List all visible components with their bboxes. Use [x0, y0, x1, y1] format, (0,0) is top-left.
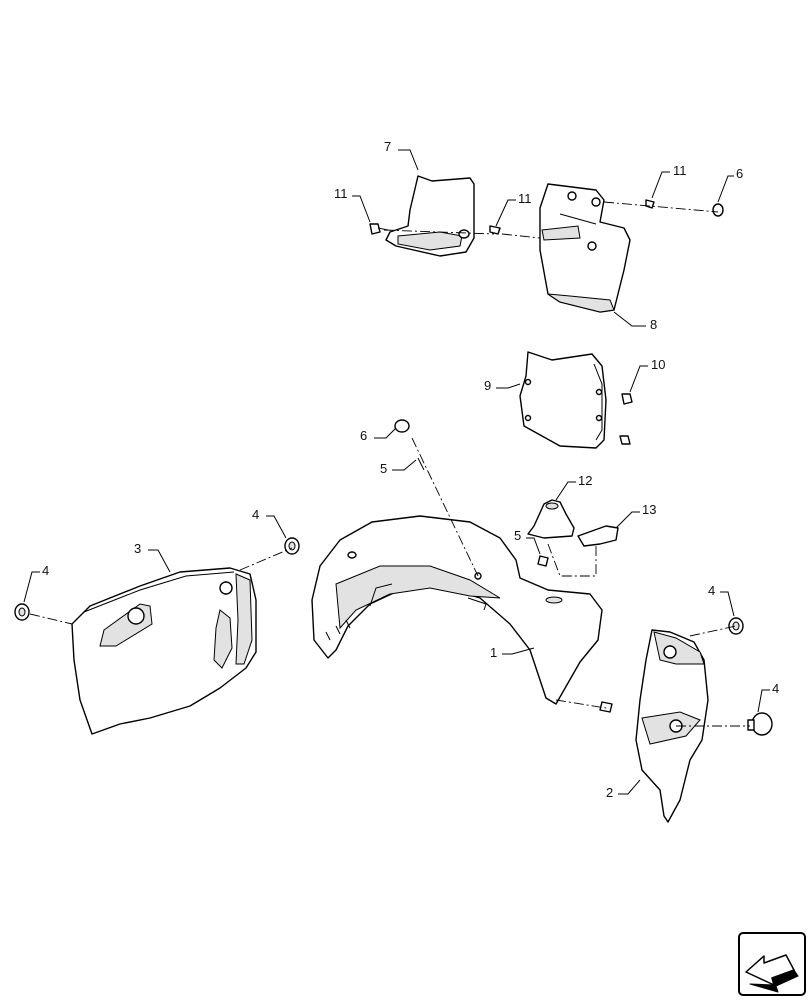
part-13-bracket: [577, 525, 619, 547]
callout-11-left-label: 11: [334, 186, 348, 201]
callout-11-right: 11: [651, 163, 687, 199]
fastener-4-right-knob: [747, 712, 773, 736]
part-8-cover: [539, 183, 631, 313]
fastener-6-top: [712, 203, 724, 217]
callout-10-label: 10: [651, 357, 665, 372]
callout-11-mid-label: 11: [518, 191, 532, 206]
callout-9-label: 9: [484, 378, 491, 393]
callout-5-lower: 5: [514, 528, 541, 555]
fastener-4-left-mid: [284, 537, 300, 555]
callout-12: 12: [555, 473, 592, 501]
callout-5-upper: 5: [380, 459, 417, 476]
part-3-fender: [71, 567, 257, 735]
callout-6-cap-label: 6: [360, 428, 367, 443]
callout-13-label: 13: [642, 502, 656, 517]
callout-3: 3: [134, 541, 171, 573]
fastener-10: [619, 393, 633, 445]
callout-4-left-label: 4: [42, 563, 49, 578]
callout-13: 13: [615, 502, 656, 529]
callout-12-label: 12: [578, 473, 592, 488]
callouts: 7 11 11 11 6 8 9 10: [23, 139, 779, 800]
fastener-5-upper: [417, 457, 425, 471]
callout-4-right-top: 4: [708, 583, 735, 617]
callout-4-right-top-label: 4: [708, 583, 715, 598]
fastener-4-left: [14, 603, 30, 621]
fastener-5-lower: [537, 555, 549, 567]
callout-6-top-label: 6: [736, 166, 743, 181]
fastener-6-cap: [394, 419, 410, 433]
callout-7-label: 7: [384, 139, 391, 154]
callout-7: 7: [384, 139, 419, 171]
callout-1: 1: [490, 645, 535, 660]
callout-5-lower-label: 5: [514, 528, 521, 543]
fastener-4-right-top: [728, 617, 744, 635]
callout-4-right-knob-label: 4: [772, 681, 779, 696]
callout-9: 9: [484, 378, 521, 393]
fastener-11-left: [369, 223, 389, 235]
callout-1-label: 1: [490, 645, 497, 660]
arrow-icon[interactable]: [738, 932, 806, 996]
callout-11-mid: 11: [495, 191, 532, 227]
callout-11-right-label: 11: [673, 163, 687, 178]
callout-6-cap: 6: [360, 427, 397, 443]
part-9-panel: [519, 351, 607, 449]
callout-10: 10: [629, 357, 665, 393]
callout-8-label: 8: [650, 317, 657, 332]
part-2-fender: [635, 629, 709, 823]
part-7-cover: [385, 175, 475, 257]
callout-2: 2: [606, 779, 641, 800]
fastener-11-right: [645, 199, 655, 209]
callout-11-left: 11: [334, 186, 371, 223]
part-1-fender: [311, 515, 603, 705]
assembly-lines: [29, 201, 750, 727]
callout-6-top: 6: [717, 166, 743, 203]
callout-5-upper-label: 5: [380, 461, 387, 476]
callout-3-label: 3: [134, 541, 141, 556]
callout-2-label: 2: [606, 785, 613, 800]
part-12-grommet: [527, 499, 575, 539]
callout-8: 8: [613, 311, 657, 332]
callout-4-left-mid-label: 4: [252, 507, 259, 522]
fastener-11-mid: [489, 225, 501, 235]
callout-4-left: 4: [23, 563, 49, 603]
callout-4-left-mid: 4: [252, 507, 287, 539]
callout-4-right-knob: 4: [757, 681, 779, 713]
fastener-lower-screw: [599, 701, 613, 713]
